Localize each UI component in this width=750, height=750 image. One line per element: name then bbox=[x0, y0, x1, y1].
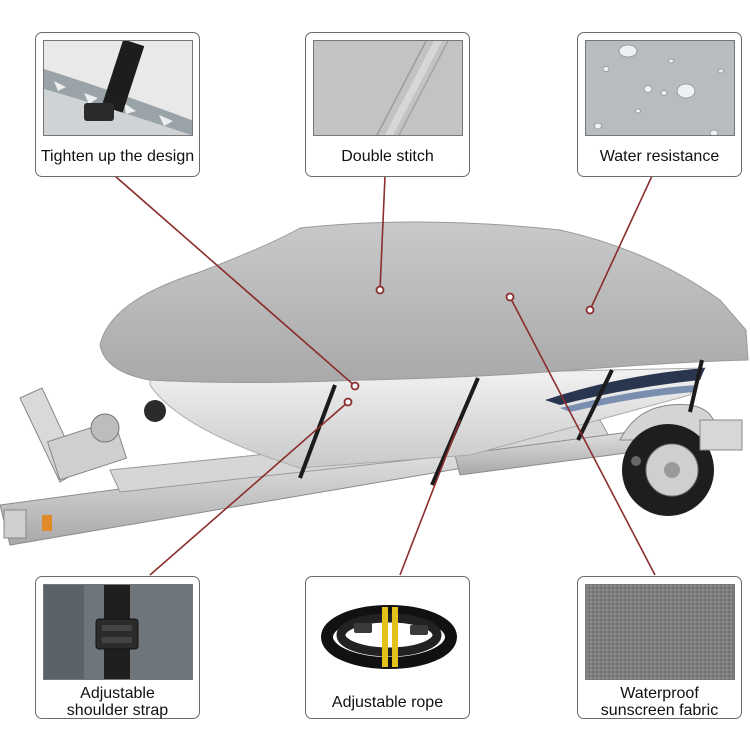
feature-card-sunscreen-fabric: Waterproof sunscreen fabric bbox=[577, 576, 742, 719]
feature-card-double-stitch: Double stitch bbox=[305, 32, 470, 177]
pointer-lines bbox=[114, 175, 656, 576]
feature-label: Tighten up the design bbox=[40, 148, 195, 165]
feature-label: Adjustable shoulder strap bbox=[66, 685, 169, 719]
feature-card-tighten-design: Tighten up the design bbox=[35, 32, 200, 177]
boat-cover bbox=[99, 221, 749, 383]
feature-card-water-resistance: Water resistance bbox=[577, 32, 742, 177]
water-droplets-photo-icon bbox=[585, 40, 735, 136]
fabric-texture-photo-icon bbox=[585, 584, 735, 680]
feature-label: Water resistance bbox=[599, 148, 720, 165]
feature-label: Double stitch bbox=[341, 148, 434, 165]
feature-label: Adjustable rope bbox=[331, 694, 444, 711]
feature-label: Waterproof sunscreen fabric bbox=[600, 685, 719, 719]
stitch-seam-photo-icon bbox=[313, 40, 463, 136]
coiled-rope-photo-icon bbox=[313, 584, 463, 680]
shoulder-strap-buckle-photo-icon bbox=[43, 584, 193, 680]
feature-card-adjustable-rope: Adjustable rope bbox=[305, 576, 470, 719]
feature-card-shoulder-strap: Adjustable shoulder strap bbox=[35, 576, 200, 719]
pointer-dots bbox=[343, 285, 595, 407]
strap-buckle-photo-icon bbox=[43, 40, 193, 136]
